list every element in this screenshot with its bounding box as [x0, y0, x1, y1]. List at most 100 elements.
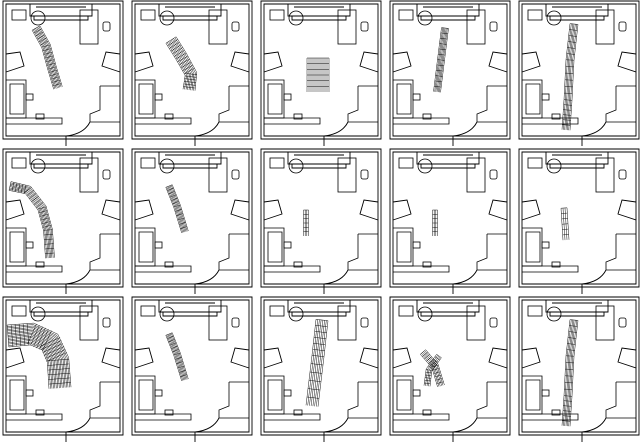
trajectory-bundle — [434, 28, 449, 93]
floor-plan-panel-r3c1 — [2, 296, 124, 442]
floor-plan-panel-r1c2 — [131, 0, 253, 146]
trajectory-bundle — [306, 319, 328, 406]
trajectory-bundle — [562, 24, 578, 131]
right-niche — [360, 200, 378, 220]
round-stool — [547, 159, 561, 173]
floor-plan-drawing — [518, 0, 640, 146]
desk — [467, 10, 485, 44]
left-niche — [6, 52, 24, 72]
corner-couch — [477, 234, 507, 270]
trajectory-line — [562, 320, 570, 426]
corner-couch — [606, 382, 636, 418]
bed-mattress — [397, 84, 411, 114]
trajectory-bundle — [304, 210, 309, 236]
bed — [6, 80, 26, 118]
trajectory-bundle — [166, 333, 189, 381]
right-niche — [231, 52, 249, 72]
low-cabinet — [6, 414, 62, 420]
round-stool — [547, 11, 561, 25]
bed — [135, 228, 155, 266]
left-niche — [6, 348, 24, 368]
corner-couch — [606, 234, 636, 270]
door-swing — [195, 270, 219, 284]
nightstand — [542, 390, 549, 396]
bed — [522, 376, 542, 414]
trajectory-line — [567, 320, 575, 426]
floor-plan-panel-r2c3 — [260, 148, 382, 294]
side-table — [399, 306, 413, 316]
bed-mattress — [268, 232, 282, 262]
low-cabinet — [6, 266, 62, 272]
trajectory-tick — [42, 222, 51, 224]
right-niche — [489, 348, 507, 368]
trajectory-tick — [48, 378, 70, 380]
trajectory-line — [567, 24, 575, 130]
floor-plan-panel-r3c5 — [518, 296, 640, 442]
trajectory-tick — [168, 191, 175, 194]
bed-mattress — [139, 380, 153, 410]
floor-plan-panel-r3c3 — [260, 296, 382, 442]
right-niche — [618, 200, 636, 220]
low-cabinet — [135, 118, 191, 124]
trajectory-tick — [166, 333, 172, 336]
trajectory-line — [563, 320, 571, 426]
trajectory-bundle — [166, 37, 197, 91]
trajectory-line — [9, 343, 51, 388]
furniture — [393, 158, 507, 272]
trajectory-tick — [19, 324, 21, 346]
nightstand — [26, 242, 33, 248]
desk — [467, 158, 485, 192]
floor-plan-panel-r3c4 — [389, 296, 511, 442]
nightstand — [413, 242, 420, 248]
desk-chair — [232, 318, 239, 327]
trajectory-tick — [46, 60, 55, 62]
desk — [80, 10, 98, 44]
nightstand — [284, 242, 291, 248]
window-sill — [552, 152, 602, 155]
round-stool — [289, 159, 303, 173]
low-cabinet — [393, 266, 449, 272]
furniture — [135, 158, 249, 272]
trajectory-line — [9, 345, 49, 389]
desk-chair — [490, 318, 497, 327]
furniture — [522, 10, 636, 124]
window-sill — [165, 152, 215, 155]
bed-mattress — [139, 84, 153, 114]
nightstand — [155, 390, 162, 396]
furniture — [6, 158, 120, 272]
desk — [209, 10, 227, 44]
round-stool — [31, 11, 45, 25]
door-swing — [195, 122, 219, 136]
low-cabinet — [393, 414, 449, 420]
window-sill — [294, 152, 344, 155]
bed — [264, 228, 284, 266]
left-niche — [522, 348, 540, 368]
desk — [209, 158, 227, 192]
bed — [264, 80, 284, 118]
nightstand — [542, 242, 549, 248]
trajectory-tick — [424, 354, 429, 359]
left-niche — [135, 200, 153, 220]
corner-couch — [477, 86, 507, 122]
side-table — [141, 10, 155, 20]
right-niche — [489, 200, 507, 220]
bed-mattress — [526, 84, 540, 114]
corner-couch — [90, 86, 120, 122]
trajectory-bundle — [307, 58, 329, 92]
door-swing — [66, 418, 90, 432]
right-niche — [360, 52, 378, 72]
right-niche — [618, 52, 636, 72]
left-niche — [264, 348, 282, 368]
bed — [393, 80, 413, 118]
floor-plan-drawing — [260, 0, 382, 146]
trajectory-line — [566, 320, 574, 426]
trajectory-tick — [48, 373, 70, 375]
floor-plan-drawing — [2, 148, 124, 294]
trajectory-line — [563, 24, 571, 130]
window-sill — [165, 4, 215, 7]
desk-chair — [490, 170, 497, 179]
floor-plan-drawing — [518, 296, 640, 442]
furniture — [393, 306, 507, 420]
door-swing — [324, 418, 348, 432]
